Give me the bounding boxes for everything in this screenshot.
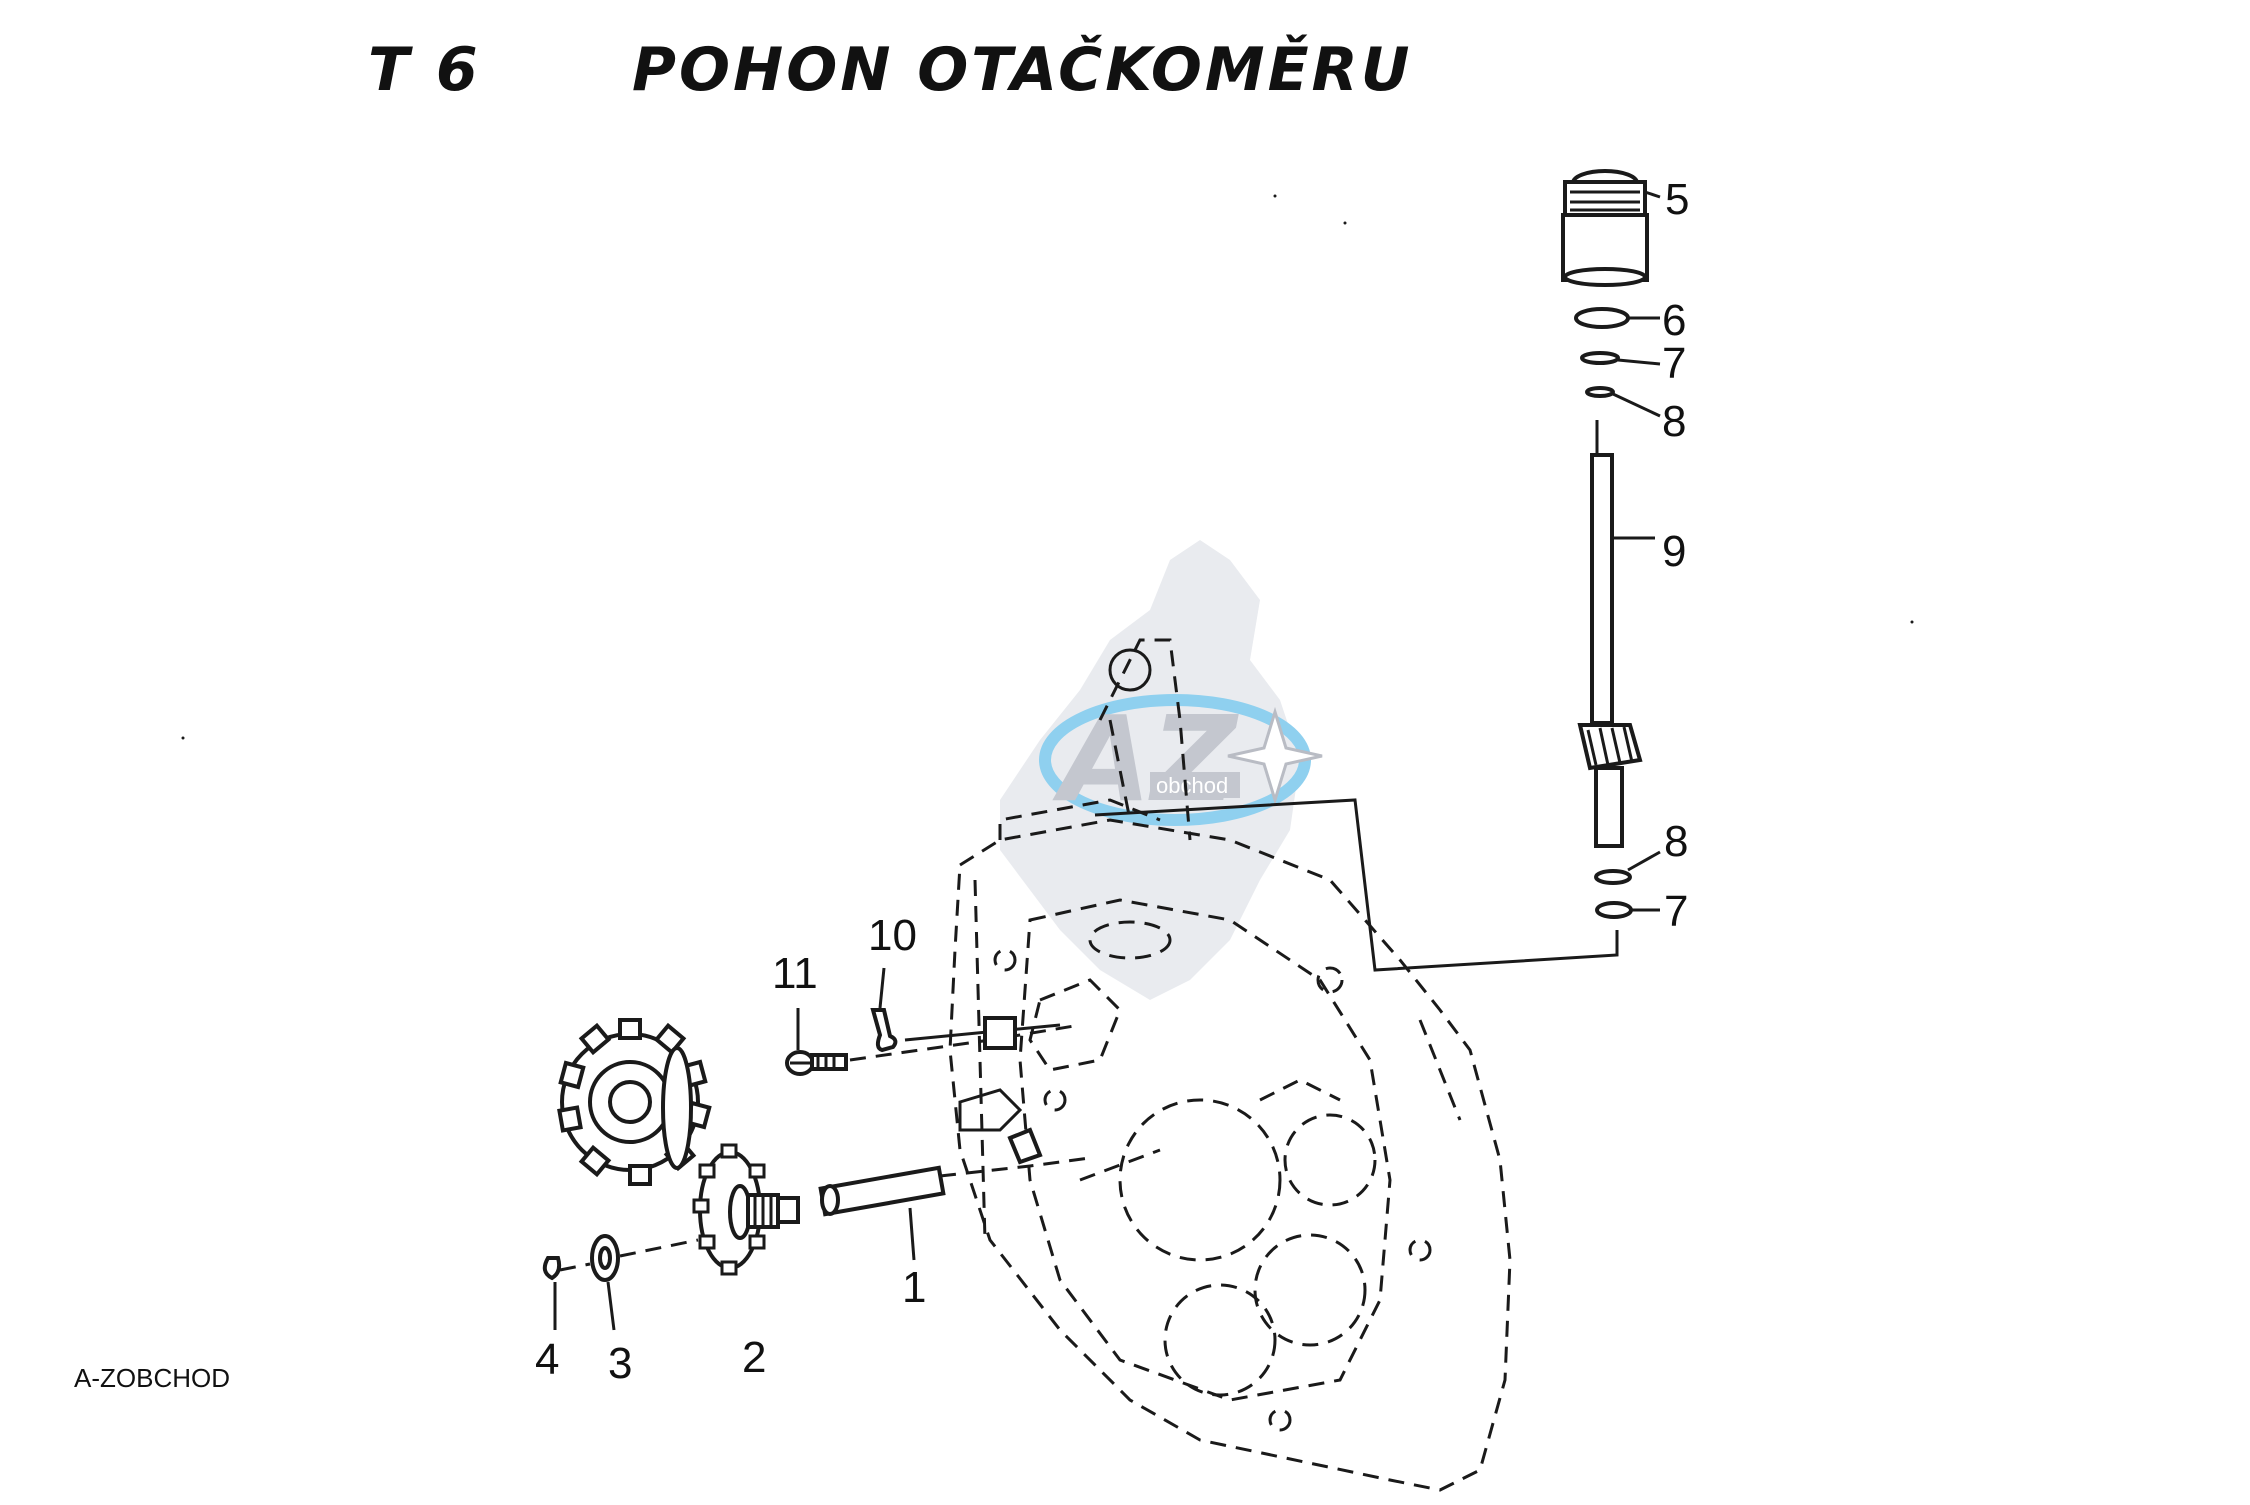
leader-washer <box>619 1238 699 1258</box>
part-7-ring-bottom <box>1595 901 1633 919</box>
part-6-ring <box>1574 307 1630 329</box>
part-4-circlip <box>542 1256 562 1281</box>
compass-star-icon <box>1227 706 1323 806</box>
part-1-pin <box>818 1165 946 1217</box>
engine-case <box>948 638 1512 1492</box>
callout-6: 6 <box>1662 296 1686 345</box>
title-code: T 6 <box>368 35 481 105</box>
part-8-ring-bottom <box>1594 869 1632 885</box>
part-7-ring-top <box>1580 351 1620 365</box>
callout-7-bottom: 7 <box>1664 887 1688 936</box>
part-2-sprocket <box>692 1143 800 1276</box>
page-title: POHON OTAČKOMĚRU <box>632 34 1412 105</box>
scan-speck <box>181 736 185 740</box>
footer-label: A-ZOBCHOD <box>74 1363 230 1393</box>
part-5-cap <box>1561 169 1661 287</box>
watermark-map-silhouette <box>1000 540 1300 1000</box>
large-sprocket <box>557 1018 712 1186</box>
callout-5: 5 <box>1665 175 1689 224</box>
leader-pin <box>939 1156 1091 1178</box>
callout-9: 9 <box>1662 527 1686 576</box>
part-8-ring-top <box>1585 386 1615 398</box>
scan-speck <box>1273 194 1277 198</box>
scan-speck <box>1343 221 1347 225</box>
callout-3: 3 <box>608 1339 632 1388</box>
watermark-sub-bg <box>1150 772 1240 798</box>
callout-8-bottom: 8 <box>1664 817 1688 866</box>
watermark-sub: obchod <box>1156 773 1228 798</box>
callout-8-top: 8 <box>1662 397 1686 446</box>
callout-1: 1 <box>902 1263 926 1312</box>
part-10-clamp <box>870 1008 898 1053</box>
drive-line-bracket <box>1094 798 1619 972</box>
callout-11: 11 <box>772 949 818 998</box>
callout-7-top: 7 <box>1662 339 1686 388</box>
callout-2: 2 <box>742 1333 766 1382</box>
part-9-shaft <box>1577 420 1655 848</box>
leader-clip <box>559 1262 591 1272</box>
callout-10: 10 <box>868 911 917 960</box>
scan-speck <box>1910 620 1914 624</box>
callout-4: 4 <box>535 1335 559 1384</box>
watermark-logo: AZ obchod <box>1000 540 1323 1000</box>
part-11-bolt <box>785 1050 848 1076</box>
